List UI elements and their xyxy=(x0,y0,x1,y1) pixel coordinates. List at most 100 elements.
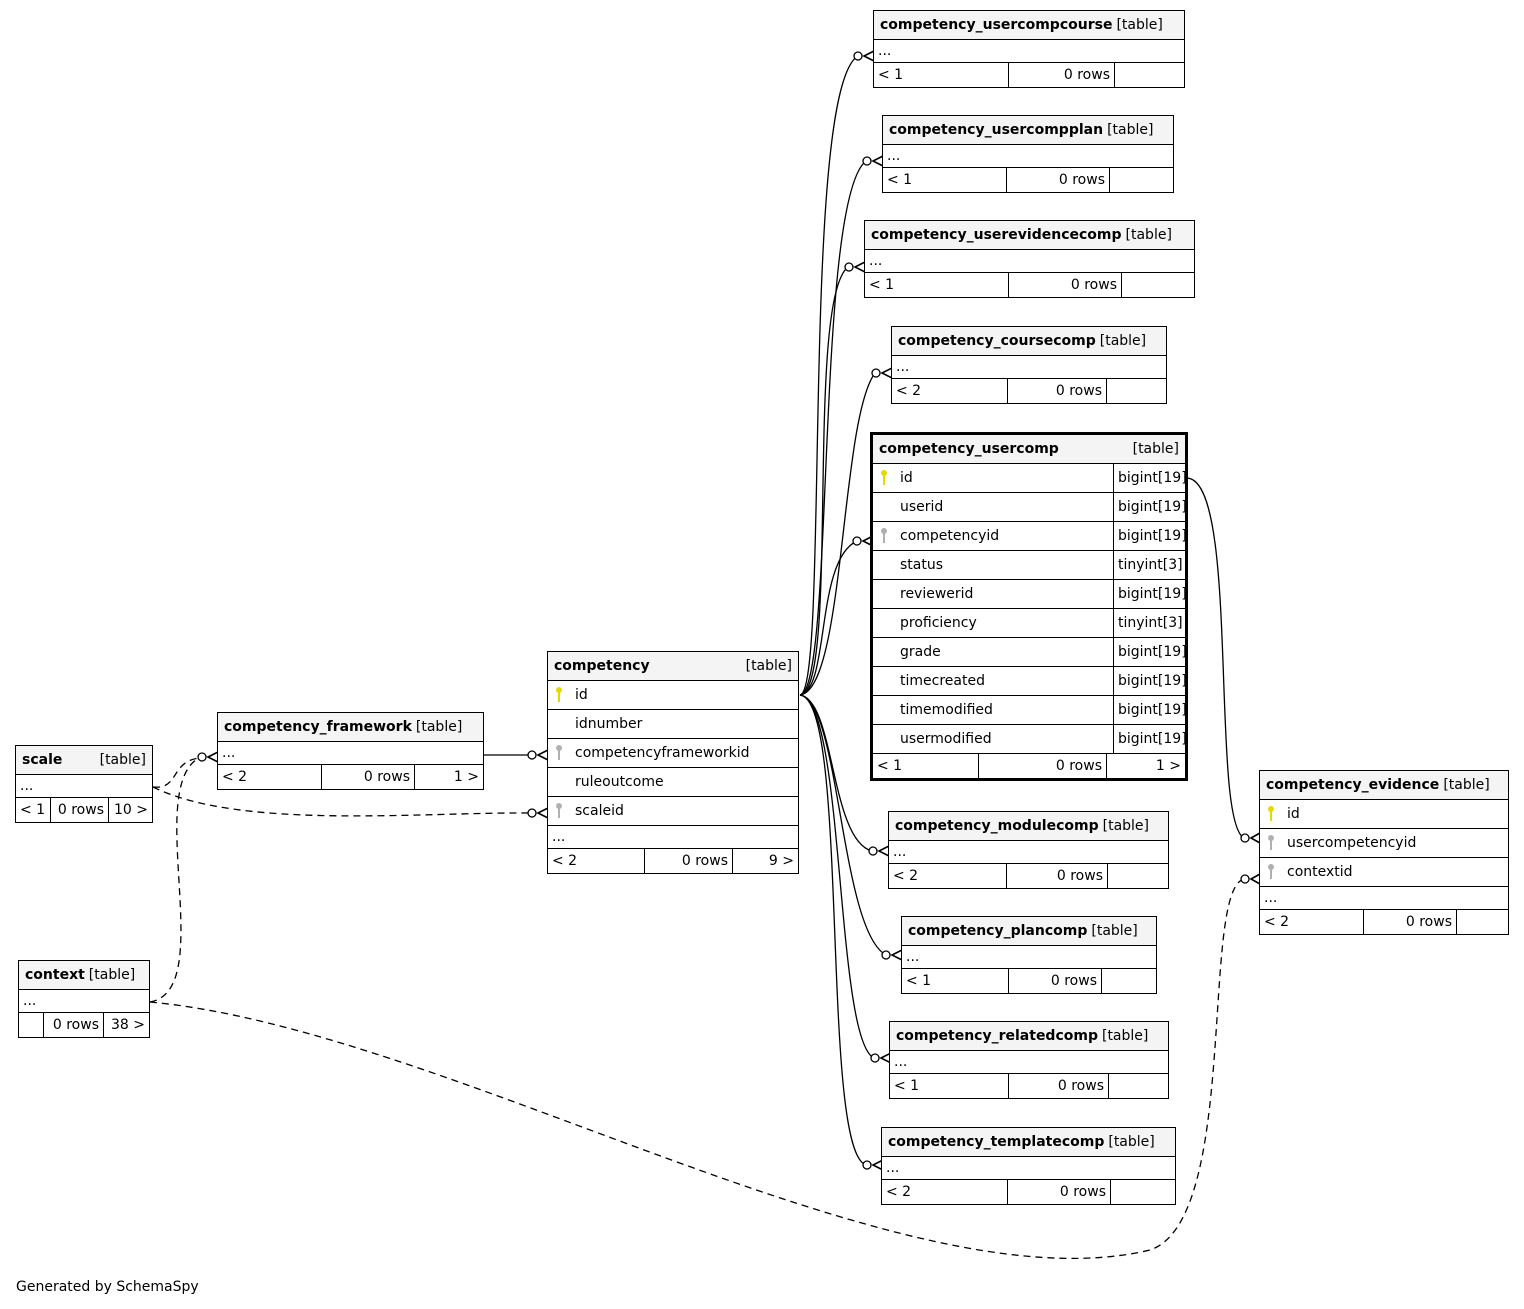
table-header: competency_evidence[table] xyxy=(1260,771,1508,800)
table-footer: < 2 0 rows xyxy=(882,1180,1175,1204)
row-count: 0 rows xyxy=(1008,1180,1111,1204)
children-count: 38 > xyxy=(111,1017,145,1033)
column-name: reviewerid xyxy=(900,586,974,602)
children-count xyxy=(1457,910,1508,934)
more-columns: ... xyxy=(889,841,1168,864)
parents-count xyxy=(19,1013,44,1037)
table-type: [table] xyxy=(88,967,136,983)
column-name: usercompetencyid xyxy=(1287,835,1417,851)
table-name: competency_usercompplan xyxy=(889,122,1104,138)
column-name: idnumber xyxy=(575,716,643,732)
foreign-key-icon xyxy=(554,802,575,820)
column-name-cell: timemodified xyxy=(873,696,1113,724)
parents-count: < 1 xyxy=(874,63,1009,87)
parents-count: < 2 xyxy=(889,864,1007,888)
column-type: tinyint[3] xyxy=(1113,551,1185,579)
table-name: competency xyxy=(554,658,650,674)
column-name-cell: status xyxy=(873,551,1113,579)
table-footer: < 2 0 rows 1 > xyxy=(218,765,483,789)
table-competency-usercompcourse[interactable]: competency_usercompcourse[table] ... < 1… xyxy=(873,10,1185,88)
column-name-cell: usercompetencyid xyxy=(1260,829,1508,857)
row-count: 0 rows xyxy=(645,849,733,873)
edge-competency-coursecomp xyxy=(799,372,876,696)
edge-competency-userevidencecomp xyxy=(799,266,849,696)
table-header: competency_userevidencecomp[table] xyxy=(865,221,1194,250)
table-header: context[table] xyxy=(19,961,149,990)
table-competency-plancomp[interactable]: competency_plancomp[table] ... < 1 0 row… xyxy=(901,916,1157,994)
table-competency-usercompplan[interactable]: competency_usercompplan[table] ... < 1 0… xyxy=(882,115,1174,193)
more-columns: ... xyxy=(16,775,152,798)
foreign-key-icon xyxy=(1266,863,1287,881)
table-competency-coursecomp[interactable]: competency_coursecomp[table] ... < 2 0 r… xyxy=(891,326,1167,404)
table-competency-userevidencecomp[interactable]: competency_userevidencecomp[table] ... <… xyxy=(864,220,1195,298)
table-competency-templatecomp[interactable]: competency_templatecomp[table] ... < 2 0… xyxy=(881,1127,1176,1205)
table-name: competency_plancomp xyxy=(908,923,1088,939)
table-type: [table] xyxy=(1108,1134,1155,1150)
column-name-cell: id xyxy=(548,681,798,709)
column-name: timemodified xyxy=(900,702,993,718)
table-competency-relatedcomp[interactable]: competency_relatedcomp[table] ... < 1 0 … xyxy=(889,1021,1169,1099)
column-type: bigint[19] xyxy=(1113,464,1187,492)
table-footer: < 1 0 rows xyxy=(890,1074,1168,1098)
children-count xyxy=(1107,379,1166,403)
table-competency-framework[interactable]: competency_framework[table] ... < 2 0 ro… xyxy=(217,712,484,790)
table-competency-usercomp[interactable]: competency_usercomp [table] id bigint[19]… xyxy=(870,432,1188,781)
more-columns: ... xyxy=(902,946,1156,969)
parents-count: < 2 xyxy=(1260,910,1364,934)
table-name: competency_templatecomp xyxy=(888,1134,1105,1150)
parents-count: < 2 xyxy=(548,849,645,873)
column-name: scaleid xyxy=(575,803,624,819)
row-count: 0 rows xyxy=(1007,168,1110,192)
table-name: competency_usercomp xyxy=(879,441,1059,457)
column-name-cell: idnumber xyxy=(548,710,798,738)
column-row: id bigint[19] xyxy=(873,464,1187,493)
table-header: competency_plancomp[table] xyxy=(902,917,1156,946)
table-scale[interactable]: scale [table] ... < 1 0 rows 10 > xyxy=(15,745,153,823)
edge-competency-modulecomp xyxy=(799,694,873,852)
parents-count: < 1 xyxy=(902,969,1009,993)
row-count: 0 rows xyxy=(1008,379,1107,403)
children-count: 1 > xyxy=(453,769,479,785)
table-footer: < 2 0 rows xyxy=(889,864,1168,888)
row-count: 0 rows xyxy=(979,754,1107,778)
column-row: scaleid xyxy=(548,797,798,826)
table-footer: < 1 0 rows 10 > xyxy=(16,798,152,822)
more-columns: ... xyxy=(865,250,1194,273)
column-name-cell: proficiency xyxy=(873,609,1113,637)
children-count xyxy=(1102,969,1156,993)
table-header: competency_usercompplan[table] xyxy=(883,116,1173,145)
column-name: userid xyxy=(900,499,944,515)
column-name: usermodified xyxy=(900,731,992,747)
edge-scale-framework xyxy=(152,757,202,788)
children-count: 1 > xyxy=(1155,758,1181,774)
more-columns: ... xyxy=(1260,887,1508,910)
generated-by-note: Generated by SchemaSpy xyxy=(16,1279,199,1295)
children-count xyxy=(1122,273,1194,297)
foreign-key-icon xyxy=(879,527,900,545)
column-name-cell: userid xyxy=(873,493,1113,521)
column-type: bigint[19] xyxy=(1113,667,1187,695)
more-columns: ... xyxy=(892,356,1166,379)
edge-context-evidence xyxy=(149,878,1245,1260)
parents-count: < 1 xyxy=(865,273,1009,297)
column-name: id xyxy=(900,470,913,486)
column-row: id xyxy=(548,681,798,710)
table-competency-modulecomp[interactable]: competency_modulecomp[table] ... < 2 0 r… xyxy=(888,811,1169,889)
table-type: [table] xyxy=(1091,923,1138,939)
table-footer: < 1 0 rows xyxy=(902,969,1156,993)
column-type: bigint[19] xyxy=(1113,696,1187,724)
table-type: [table] xyxy=(1132,441,1179,457)
column-row: timemodified bigint[19] xyxy=(873,696,1187,725)
edge-usercomp-evidence xyxy=(1186,477,1245,839)
column-name-cell: ruleoutcome xyxy=(548,768,798,796)
children-count xyxy=(1110,168,1173,192)
table-context[interactable]: context[table] ... 0 rows 38 > xyxy=(18,960,150,1038)
column-type: bigint[19] xyxy=(1113,580,1187,608)
table-type: [table] xyxy=(1116,17,1163,33)
